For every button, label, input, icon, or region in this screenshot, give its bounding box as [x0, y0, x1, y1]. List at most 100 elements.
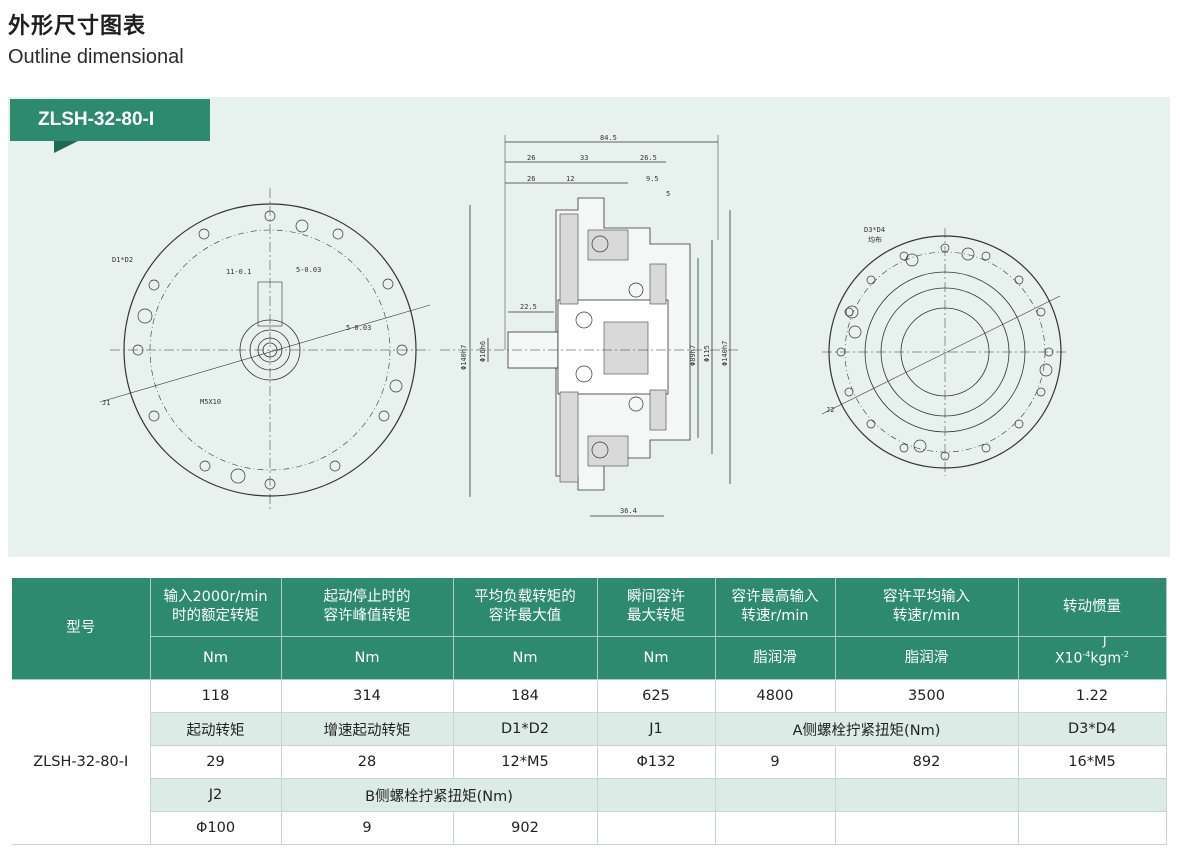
front-label-m: M5X10: [200, 398, 221, 406]
section-view: [440, 135, 738, 517]
dim-f: 9.5: [646, 175, 659, 183]
header-instant-torque-text: 瞬间容许 最大转矩: [627, 589, 685, 624]
unit-6: 脂润滑: [835, 636, 1019, 680]
table-cell: 4800: [715, 679, 836, 713]
header-rated-torque: 输入2000r/min 时的额定转矩: [150, 578, 282, 637]
table-cell: 29: [150, 745, 282, 779]
table-cell: [1018, 778, 1167, 812]
header-avg-load-torque-text: 平均负载转矩的 容许最大值: [474, 589, 576, 624]
header-avg-input-speed-text: 容许平均输入 转速r/min: [883, 589, 970, 624]
table-cell: 28: [281, 745, 454, 779]
front-label-c: 5-0.03: [346, 324, 371, 332]
table-cell: J1: [597, 712, 716, 746]
table-cell: [597, 778, 716, 812]
inertia-unit-base: X10: [1054, 650, 1083, 667]
table-row: ZLSH-32-80-I 118 314 184 625 4800 3500 1…: [12, 679, 1167, 845]
table-cell: [597, 811, 716, 845]
table-cell: [715, 778, 836, 812]
header-instant-torque: 瞬间容许 最大转矩: [597, 578, 716, 637]
header-rated-torque-text: 输入2000r/min 时的额定转矩: [163, 589, 268, 624]
table-cell: 902: [453, 811, 598, 845]
table-cell: 892: [835, 745, 1019, 779]
model-cell: ZLSH-32-80-I: [12, 679, 151, 845]
front-label-b: 5-0.03: [296, 266, 321, 274]
table-cell: 9: [715, 745, 836, 779]
inertia-unit-j: J: [1102, 634, 1107, 649]
header-peak-torque-text: 起动停止时的 容许峰值转矩: [323, 589, 411, 624]
table-cell: D1*D2: [453, 712, 598, 746]
table-cell: D3*D4: [1018, 712, 1167, 746]
table-cell: [835, 811, 1019, 845]
dim-total: 84.5: [600, 134, 617, 142]
table-cell: 184: [453, 679, 598, 713]
model-tag: ZLSH-32-80-I: [10, 99, 210, 141]
table-cell: [1018, 811, 1167, 845]
table-cell: 625: [597, 679, 716, 713]
rear-bolt-holes: [836, 243, 1054, 461]
table-row: 起动转矩 增速起动转矩 D1*D2 J1 A侧螺栓拧紧扭矩(Nm) D3*D4: [12, 712, 1167, 746]
front-bolt-holes: [132, 210, 408, 490]
table-cell: J2: [150, 778, 282, 812]
front-view: [99, 188, 431, 512]
table-cell: 起动转矩: [150, 712, 282, 746]
table-cell: 1.22: [1018, 679, 1167, 713]
table-cell: Φ132: [597, 745, 716, 779]
table-cell: 314: [281, 679, 454, 713]
dim-c: 26.5: [640, 154, 657, 162]
inertia-unit: J X10-4kgm-2: [1054, 634, 1129, 667]
inertia-unit-kgm: kgm: [1090, 650, 1122, 667]
table-cell: 16*M5: [1018, 745, 1167, 779]
table-cell: Φ100: [150, 811, 282, 845]
rear-view: [821, 228, 1068, 476]
dim-i: 36.4: [620, 507, 637, 515]
dim-g: 5: [666, 190, 670, 198]
rear-label-d: D3*D4: [864, 226, 885, 234]
table-cell: [835, 778, 1019, 812]
header-peak-torque: 起动停止时的 容许峰值转矩: [281, 578, 454, 637]
table-cell: 12*M5: [453, 745, 598, 779]
rear-label-j: J2: [826, 406, 834, 414]
dim-e: 12: [566, 175, 574, 183]
dim-b: 33: [580, 154, 588, 162]
header-avg-input-speed: 容许平均输入 转速r/min: [835, 578, 1019, 637]
inertia-unit-kgm-exp: -2: [1121, 650, 1129, 660]
table-cell: B侧螺栓拧紧扭矩(Nm): [281, 778, 598, 812]
front-label-hole: D1*D2: [112, 256, 133, 264]
unit-5: 脂润滑: [715, 636, 836, 680]
dia-3: Φ89h7: [689, 345, 697, 366]
unit-3: Nm: [453, 636, 598, 680]
front-label-j1: J1: [102, 399, 110, 407]
header-inertia: 转动惯量: [1018, 578, 1167, 637]
dia-5: Φ140h7: [721, 341, 729, 366]
inertia-unit-exp: -4: [1082, 650, 1091, 660]
table-cell: A侧螺栓拧紧扭矩(Nm): [715, 712, 1019, 746]
spec-table: 型号 输入2000r/min 时的额定转矩 起动停止时的 容许峰值转矩 平均负载…: [12, 578, 1167, 845]
header-model: 型号: [12, 578, 151, 680]
dia-4: Φ115: [703, 345, 711, 362]
model-tag-tail: [54, 141, 78, 153]
table-cell: 3500: [835, 679, 1019, 713]
table-cell: [715, 811, 836, 845]
dim-a: 26: [527, 154, 535, 162]
unit-inertia: J X10-4kgm-2: [1018, 634, 1167, 680]
header-max-input-speed-text: 容许最高输入 转速r/min: [731, 589, 819, 624]
table-cell: 增速起动转矩: [281, 712, 454, 746]
unit-1: Nm: [150, 636, 282, 680]
dim-d: 26: [527, 175, 535, 183]
table-row: J2 B侧螺栓拧紧扭矩(Nm): [12, 778, 1167, 812]
dia-1: Φ140h7: [460, 345, 468, 370]
dim-h: 22.5: [520, 303, 537, 311]
dia-2: Φ16h6: [479, 341, 487, 362]
table-cell: 9: [281, 811, 454, 845]
model-tag-label: ZLSH-32-80-I: [38, 109, 155, 130]
table-cell: 118: [150, 679, 282, 713]
table-row: Φ100 9 902: [12, 811, 1167, 845]
page-title-cn: 外形尺寸图表: [8, 14, 147, 39]
header-avg-load-torque: 平均负载转矩的 容许最大值: [453, 578, 598, 637]
technical-drawing: D1*D2 M5X10 J1 11-0.1 5-0.03 5-0.03: [99, 134, 1068, 517]
header-max-input-speed: 容许最高输入 转速r/min: [715, 578, 836, 637]
rear-label-d-sub: 均布: [868, 235, 882, 244]
unit-2: Nm: [281, 636, 454, 680]
table-row: 29 28 12*M5 Φ132 9 892 16*M5: [12, 745, 1167, 779]
front-label-a: 11-0.1: [226, 268, 251, 276]
